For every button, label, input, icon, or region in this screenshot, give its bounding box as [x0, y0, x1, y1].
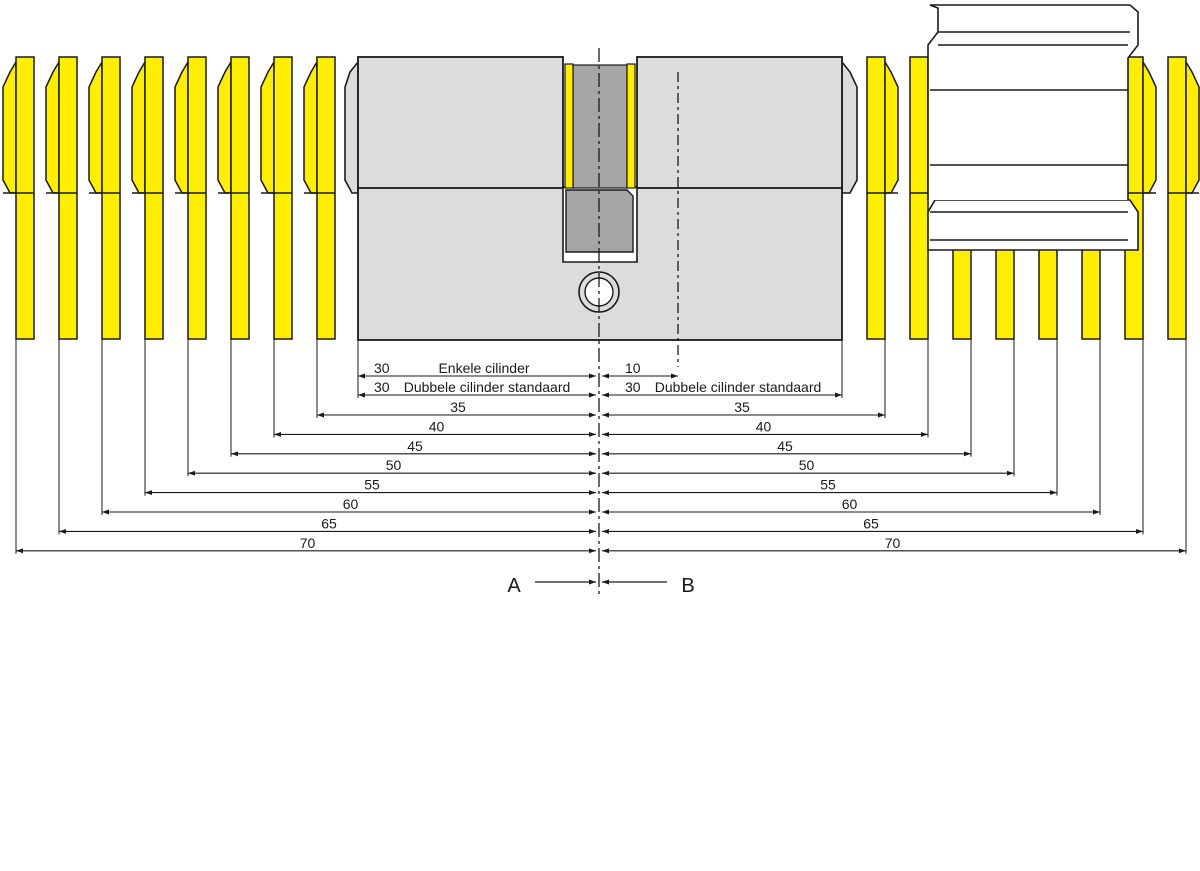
left-end-cap — [344, 59, 359, 194]
double-cylinder-left-value: 30 — [374, 379, 390, 395]
dimension-left-label: 70 — [300, 535, 316, 551]
dimension-left-label: 55 — [364, 477, 380, 493]
dimension-left-label: 65 — [321, 515, 337, 531]
extension-slice-right — [866, 56, 899, 340]
single-cylinder-left-value: 30 — [374, 360, 390, 376]
extension-slice-left — [174, 56, 207, 340]
extension-slice-left — [2, 56, 35, 340]
side-a-label: A — [507, 575, 521, 597]
left-extension-slices — [2, 56, 336, 340]
extension-slice-right — [1124, 56, 1157, 340]
extension-slice-left — [260, 56, 293, 340]
cam-lower — [565, 189, 634, 253]
dimension-right-label: 55 — [820, 477, 836, 493]
dimension-right-label: 70 — [885, 535, 901, 551]
single-cylinder-label: Enkele cilinder — [438, 360, 529, 376]
left-washer — [564, 63, 574, 189]
right-washer — [626, 63, 636, 189]
side-b-label: B — [681, 575, 694, 597]
extension-slice-left — [45, 56, 78, 340]
dimension-left-label: 40 — [429, 418, 445, 434]
double-cylinder-right-value: 30 — [625, 379, 641, 395]
side-indicators: A B — [507, 575, 694, 597]
cam-upper — [572, 64, 628, 189]
dimension-left-label: 35 — [450, 399, 466, 415]
extension-slice-left — [303, 56, 336, 340]
extension-slice-left — [131, 56, 164, 340]
dimension-left-label: 45 — [407, 438, 423, 454]
extension-slice-left — [88, 56, 121, 340]
left-plug — [357, 56, 564, 189]
dimension-right-label: 45 — [777, 438, 793, 454]
dimension-left-label: 50 — [386, 457, 402, 473]
double-cylinder-right-label: Dubbele cilinder standaard — [655, 379, 822, 395]
extension-slice-left — [217, 56, 250, 340]
dimension-right-label: 35 — [734, 399, 750, 415]
extension-slice-right — [1167, 56, 1200, 340]
dimension-right-label: 65 — [863, 515, 879, 531]
dimension-right-label: 40 — [756, 418, 772, 434]
right-end-cap — [841, 59, 858, 194]
dimension-right-label: 50 — [799, 457, 815, 473]
dimension-right-label: 60 — [842, 496, 858, 512]
double-cylinder-left-label: Dubbele cilinder standaard — [404, 379, 571, 395]
dimension-left-label: 60 — [343, 496, 359, 512]
thumb-turn-outline — [927, 4, 1139, 251]
single-cylinder-right-value: 10 — [625, 360, 641, 376]
cylinder-body — [344, 56, 858, 341]
right-plug — [636, 56, 843, 189]
